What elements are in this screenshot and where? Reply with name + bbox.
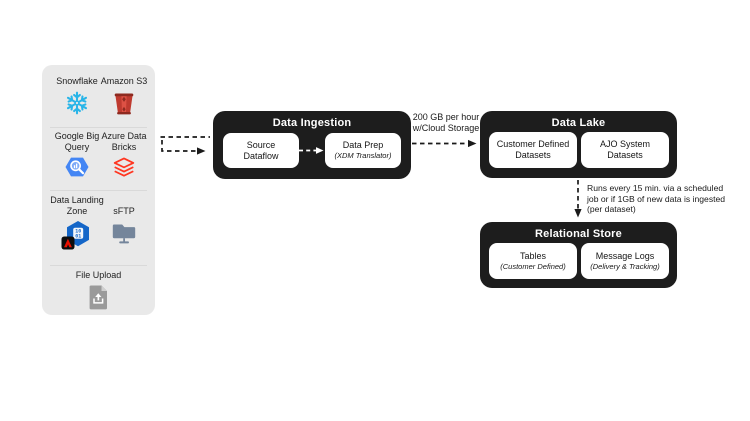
node-sublabel: (Customer Defined) [500, 261, 566, 271]
bigquery-icon [65, 157, 89, 177]
svg-text:10: 10 [75, 229, 81, 235]
sidebar-divider [50, 190, 147, 191]
arrowhead [468, 139, 477, 148]
arrowhead [197, 147, 206, 155]
arrow-sources-to-ingestion [161, 140, 197, 152]
source-snowflake: Snowflake [47, 76, 107, 116]
arrowhead [574, 209, 582, 218]
source-amazon-s3: Amazon S3 [94, 76, 154, 117]
throughput-annotation: 200 GB per hour w/Cloud Storage [412, 112, 480, 133]
node-label: Data Prep [342, 140, 384, 151]
source-label: Snowflake [56, 76, 98, 86]
node-label: Tables [519, 250, 546, 261]
source-file-upload: File Upload [42, 270, 155, 311]
node-ajo-system-datasets: AJO System Datasets [581, 132, 669, 168]
source-data-landing-zone: Data Landing Zone 10 01 [47, 195, 107, 251]
snowflake-icon [65, 91, 89, 115]
svg-text:01: 01 [75, 234, 81, 240]
group-data-ingestion: Data Ingestion Source Dataflow Data Prep… [213, 111, 411, 179]
node-sublabel: (Delivery & Tracking) [590, 261, 660, 271]
source-sftp: sFTP [94, 195, 154, 245]
node-source-dataflow: Source Dataflow [223, 133, 299, 168]
node-tables: Tables (Customer Defined) [489, 243, 577, 279]
sftp-icon [112, 224, 136, 244]
node-customer-defined-datasets: Customer Defined Datasets [489, 132, 577, 168]
group-relational-store: Relational Store Tables (Customer Define… [480, 222, 677, 288]
sources-panel: Snowflake Amazon S3 [42, 65, 155, 315]
group-title: Data Ingestion [272, 117, 352, 129]
source-label: File Upload [75, 270, 122, 280]
source-label: sFTP [113, 206, 135, 216]
schedule-annotation: Runs every 15 min. via a scheduled job o… [587, 183, 726, 215]
data-landing-zone-icon: 10 01 [61, 221, 89, 250]
source-google-bigquery: Google Big Query [47, 131, 107, 179]
sidebar-divider [50, 127, 147, 128]
group-data-lake: Data Lake Customer Defined Datasets AJO … [480, 111, 677, 178]
node-label: Source Dataflow [243, 139, 279, 161]
node-data-prep: Data Prep (XDM Translator) [325, 133, 401, 168]
node-label: Message Logs [595, 250, 655, 261]
source-label: Azure Data Bricks [101, 131, 147, 152]
source-azure-databricks: Azure Data Bricks [94, 131, 154, 181]
group-title: Data Lake [551, 117, 606, 129]
file-upload-icon [89, 285, 107, 310]
source-label: Data Landing Zone [50, 195, 104, 216]
node-label: AJO System Datasets [599, 139, 650, 160]
databricks-icon [113, 157, 135, 177]
node-sublabel: (XDM Translator) [334, 151, 392, 161]
sidebar-divider [50, 265, 147, 266]
node-message-logs: Message Logs (Delivery & Tracking) [581, 243, 669, 279]
group-title: Relational Store [535, 228, 622, 240]
source-label: Google Big Query [54, 131, 100, 152]
source-label: Amazon S3 [100, 76, 148, 86]
node-label: Customer Defined Datasets [496, 139, 570, 160]
amazon-s3-icon [114, 93, 134, 115]
